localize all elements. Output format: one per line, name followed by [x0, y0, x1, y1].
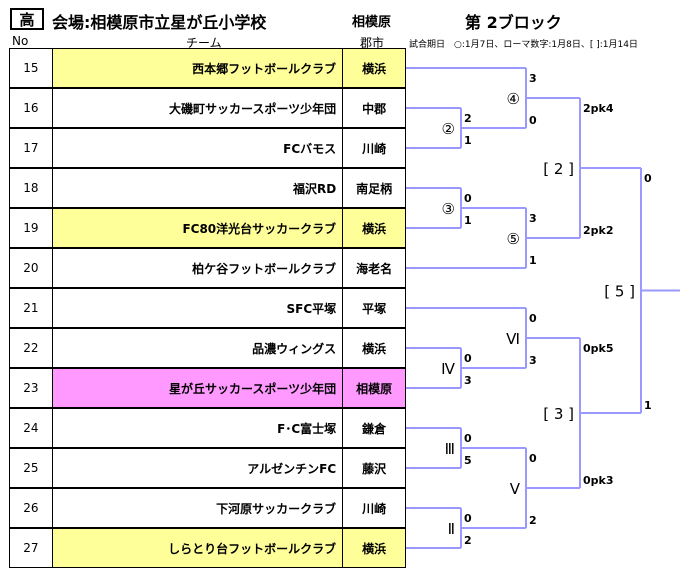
- match-label: Ⅵ: [506, 330, 520, 348]
- match-score: 0: [529, 114, 537, 127]
- team-name: 星が丘サッカースポーツ少年団: [52, 369, 344, 407]
- team-name: F･C富士塚: [53, 409, 344, 447]
- team-number: 23: [10, 369, 53, 407]
- match-score: 0pk5: [583, 342, 614, 355]
- match-score: 3: [529, 212, 537, 225]
- team-number: 20: [10, 249, 53, 287]
- team-number: 17: [10, 129, 53, 167]
- team-name: 福沢RD: [53, 169, 344, 207]
- match-score: 0: [529, 452, 537, 465]
- match-label: ④: [507, 90, 520, 108]
- team-number: 24: [10, 409, 53, 447]
- team-name: しらとり台フットボールクラブ: [52, 529, 344, 567]
- team-number: 18: [10, 169, 53, 207]
- team-name: 大磯町サッカースポーツ少年団: [53, 89, 344, 127]
- match-score: 0: [464, 352, 472, 365]
- team-city: 相模原: [343, 369, 405, 407]
- team-city: 中郡: [362, 101, 387, 116]
- team-city: 鎌倉: [362, 421, 387, 436]
- team-city: 藤沢: [362, 461, 387, 476]
- schedule-legend: 試合期日 ○:1月7日、ローマ数字:1月8日、[ ]:1月14日: [409, 40, 638, 50]
- team-city: 川崎: [362, 141, 387, 156]
- match-label: ③: [442, 200, 455, 218]
- match-score: 3: [529, 354, 537, 367]
- team-number: 27: [10, 529, 53, 567]
- team-city: 横浜: [343, 209, 405, 247]
- team-name: 西本郷フットボールクラブ: [52, 49, 344, 87]
- team-number: 22: [10, 329, 53, 367]
- team-number: 15: [10, 49, 53, 87]
- team-name: 品濃ウィングス: [53, 329, 344, 367]
- team-name: 下河原サッカークラブ: [53, 489, 344, 527]
- venue-title: 会場:相模原市立星が丘小学校: [52, 13, 267, 32]
- match-label: Ⅴ: [510, 480, 521, 498]
- match-score: 0: [464, 192, 472, 205]
- column-header-no: No: [12, 34, 29, 48]
- category-badge: 高: [10, 8, 44, 30]
- match-label: Ⅳ: [441, 360, 455, 378]
- column-header-city: 郡市: [360, 36, 385, 50]
- match-score: 0: [464, 512, 472, 525]
- team-number: 26: [10, 489, 53, 527]
- team-name: SFC平塚: [53, 289, 344, 327]
- match-score: 2pk2: [583, 224, 614, 237]
- match-label: [ 3 ]: [543, 405, 574, 423]
- match-score: 1: [464, 214, 472, 227]
- match-score: 0: [464, 432, 472, 445]
- match-score: 3: [529, 72, 537, 85]
- match-score: 1: [464, 134, 472, 147]
- venue-city: 相模原: [352, 15, 392, 30]
- team-name: 柏ケ谷フットボールクラブ: [53, 249, 344, 287]
- team-number: 16: [10, 89, 53, 127]
- team-number: 19: [10, 209, 53, 247]
- match-label: [ 5 ]: [604, 283, 635, 301]
- match-score: 1: [529, 254, 537, 267]
- match-score: 5: [464, 454, 472, 467]
- match-label: ②: [442, 120, 455, 138]
- match-score: 2: [529, 514, 537, 527]
- match-score: 2: [464, 534, 472, 547]
- team-city: 平塚: [362, 301, 387, 316]
- team-name: FCバモス: [53, 129, 344, 167]
- team-city: 横浜: [362, 341, 387, 356]
- match-label: [ 2 ]: [543, 160, 574, 178]
- team-city: 横浜: [343, 529, 405, 567]
- team-number: 25: [10, 449, 53, 487]
- match-label: Ⅱ: [448, 520, 455, 538]
- match-score: 1: [644, 399, 652, 412]
- team-name: FC80洋光台サッカークラブ: [52, 209, 344, 247]
- team-city: 川崎: [362, 501, 387, 516]
- team-city: 横浜: [343, 49, 405, 87]
- match-score: 3: [464, 374, 472, 387]
- block-title: 第 2ブロック: [465, 13, 562, 32]
- match-label: ⑤: [507, 230, 520, 248]
- match-score: 0pk3: [583, 474, 614, 487]
- column-header-team: チーム: [186, 36, 222, 50]
- match-score: 2: [464, 112, 472, 125]
- team-number: 21: [10, 289, 53, 327]
- match-label: Ⅲ: [445, 440, 455, 458]
- team-city: 海老名: [356, 261, 393, 276]
- match-score: 0: [644, 172, 652, 185]
- match-score: 2pk4: [583, 102, 614, 115]
- team-name: アルゼンチンFC: [53, 449, 344, 487]
- team-city: 南足柄: [356, 181, 393, 196]
- match-score: 0: [529, 312, 537, 325]
